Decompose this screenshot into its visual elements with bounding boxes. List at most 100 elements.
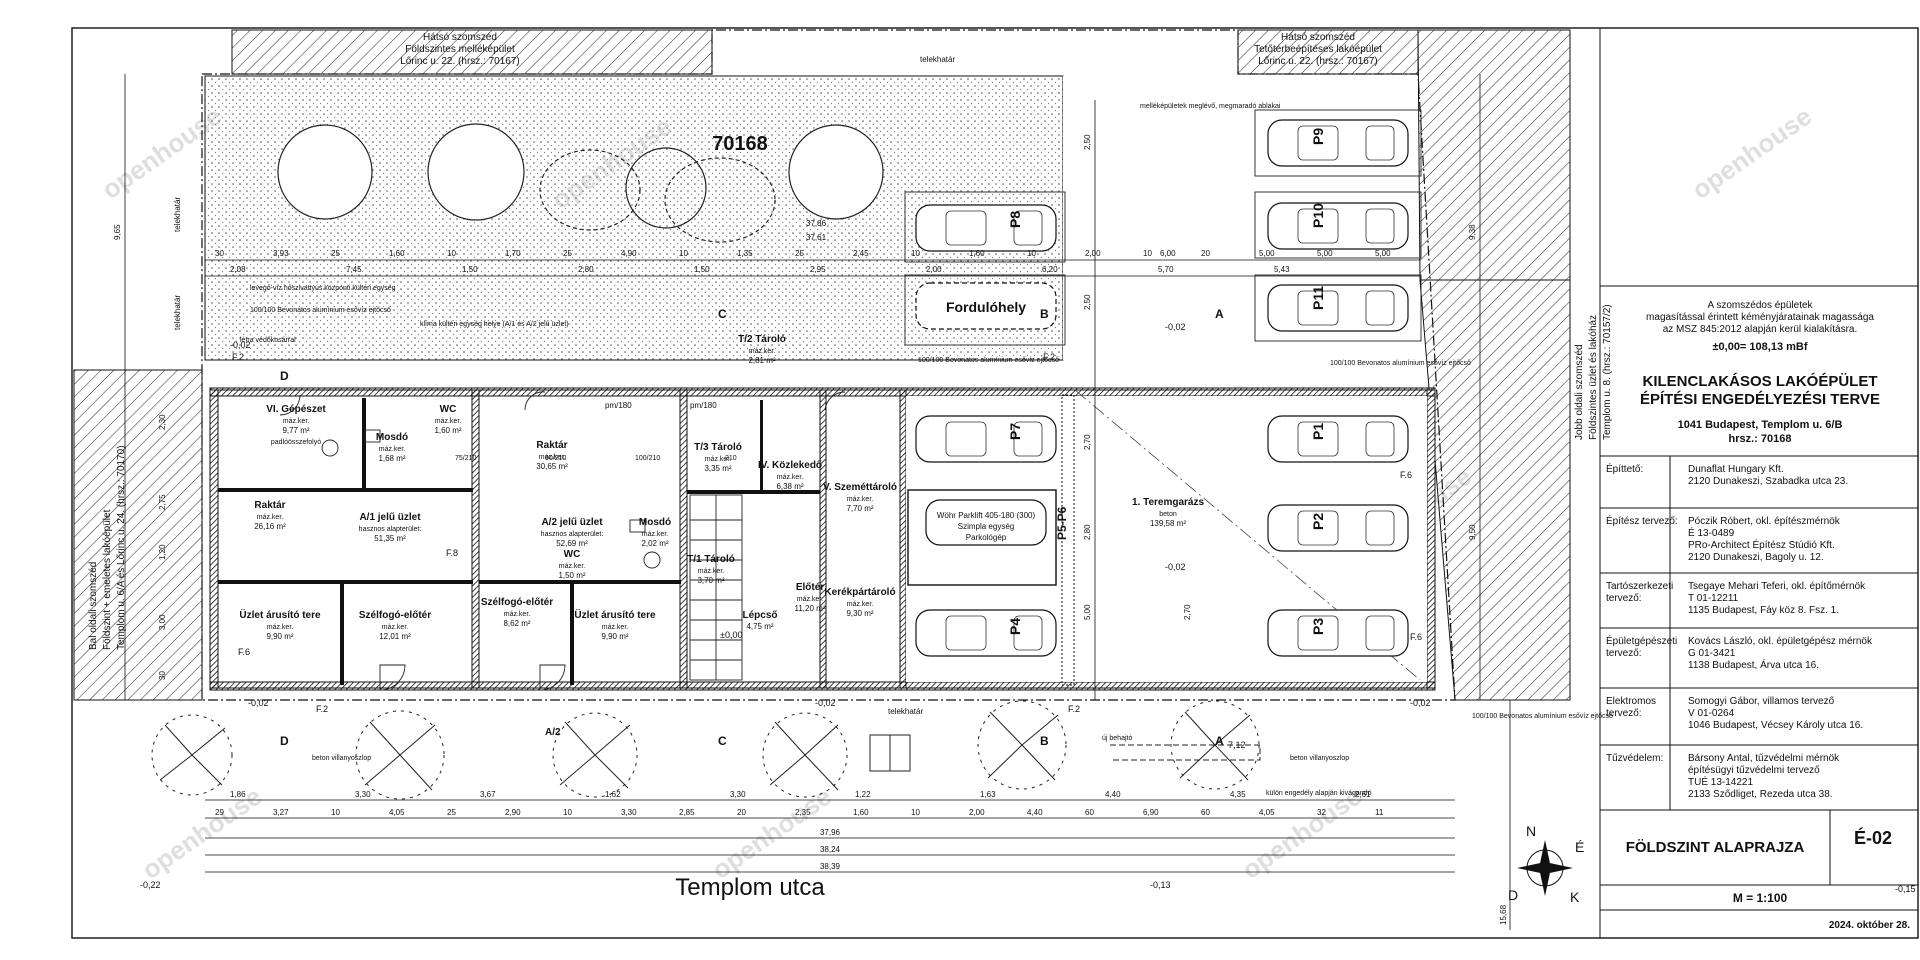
dimension-text: 10: [331, 808, 340, 817]
dimension-text: 5,00: [1317, 249, 1333, 258]
title-row-label: tervező:: [1606, 593, 1642, 604]
dimension-text: 7,45: [346, 265, 362, 274]
room-extra: padlóösszefolyó: [271, 439, 321, 446]
dimension-text: 2,00: [1085, 249, 1101, 258]
dimension-text: 4,90: [621, 249, 637, 258]
elevation-mark: -0,02: [1165, 322, 1186, 332]
title-row-value: építésügyi tűzvédelmi tervező: [1688, 765, 1820, 776]
room-name: Raktár: [536, 440, 567, 451]
dimension-text: 3,30: [355, 790, 371, 799]
fire-mark: F.8: [446, 548, 458, 558]
room-name: Raktár: [254, 500, 285, 511]
elevation-mark: -0,02: [1165, 562, 1186, 572]
dimension-text: 1,63: [980, 790, 996, 799]
room-name: Kerékpártároló: [824, 587, 895, 598]
room-name: T/3 Tároló: [694, 442, 742, 453]
dimension-text: 32: [1317, 808, 1326, 817]
sheet-border: [71, 27, 1919, 939]
dimension-text: 1,20: [158, 544, 167, 560]
room-note: máz.ker.: [749, 348, 776, 355]
dimension-text: 2,70: [1183, 604, 1192, 620]
section-mark: C: [718, 307, 727, 321]
street-tree: [151, 714, 233, 796]
street-tree: [552, 712, 638, 798]
room-area: 30,65 m²: [536, 462, 568, 471]
room-note: máz.ker.: [777, 474, 804, 481]
street-note: beton villanyoszlop: [312, 755, 371, 762]
title-row-value: 2133 Sződliget, Rezeda utca 38.: [1688, 789, 1833, 800]
drawing-scale: M = 1:100: [1733, 891, 1788, 905]
dimension-text: 1,60: [389, 249, 405, 258]
room-note: máz.ker.: [379, 446, 406, 453]
title-row-label: tervező:: [1606, 648, 1642, 659]
room-note: máz.ker.: [797, 596, 824, 603]
room-area: 9,90 m²: [266, 632, 293, 641]
dimension-text: 2,80: [1083, 524, 1092, 540]
dimension-text: 10: [563, 808, 572, 817]
room-note: máz.ker.: [847, 601, 874, 608]
dimension-text: 2,95: [810, 265, 826, 274]
room-note: máz.ker.: [847, 496, 874, 503]
room-name: V. Szeméttároló: [823, 482, 897, 493]
street-trees: [151, 700, 1261, 800]
neighbour-left-label: Templom u. 6/A és Lőrinc u. 24. (hrsz.: …: [116, 445, 127, 650]
dimension-text: 2,30: [158, 414, 167, 430]
neighbour-right-area: [1419, 279, 1571, 701]
room-name: IV. Közlekedő: [758, 460, 822, 471]
dimension-total: 38,24: [820, 845, 841, 854]
neighbour-left-label: Földszint + emeletes lakóépület: [102, 509, 113, 650]
fire-mark: F.2: [232, 352, 244, 362]
street-note: 100/100 Bevonatos alumínium esővíz ejtőc…: [1472, 713, 1613, 720]
room-area: 9,77 m²: [282, 426, 309, 435]
neighbour-rear-left-area: [231, 29, 713, 75]
dimension-text: 3,27: [273, 808, 289, 817]
room-note: hasznos alapterület:: [541, 531, 604, 538]
dimension-lines: [124, 74, 1511, 930]
parking-spot-label: P4: [1007, 618, 1023, 635]
neighbour-rear-left-label: Földszintes melléképület: [405, 44, 515, 55]
elevation-mark: -0,22: [140, 880, 161, 890]
dimension-text: 10: [447, 249, 456, 258]
boundary-label: telekhatár: [173, 197, 182, 232]
project-address: hrsz.: 70168: [1729, 433, 1792, 445]
compass-d: D: [1508, 887, 1518, 903]
title-row-label: Építtető:: [1606, 462, 1643, 475]
elevation-mark: -0,02: [1410, 698, 1431, 708]
dimension-text: 2,45: [853, 249, 869, 258]
dimension-text: 37,61: [806, 233, 827, 242]
neighbour-left-label: Bal oldali szomszéd: [88, 562, 99, 650]
room-area: 3,70 m²: [697, 576, 724, 585]
elevation-mark: -0,13: [1150, 880, 1171, 890]
dimension-text: 4,40: [1027, 808, 1043, 817]
room-note: máz.ker.: [435, 418, 462, 425]
title-row-value: PRo-Architect Építész Stúdió Kft.: [1688, 538, 1835, 551]
parking-spot-label: P9: [1310, 128, 1326, 145]
level-reference: ±0,00= 108,13 mBf: [1712, 341, 1807, 353]
yard-note: 100/100 Bevonatos alumínium esővíz ejtőc…: [918, 357, 1059, 364]
project-address: 1041 Budapest, Templom u. 6/B: [1678, 419, 1843, 431]
room-area: 11,20 m²: [795, 604, 826, 613]
parking-lift-frame: [907, 489, 1057, 586]
room-note: hasznos alapterület:: [359, 526, 422, 533]
room-note: máz.ker.: [602, 624, 629, 631]
room-note: máz.ker.: [642, 531, 669, 538]
dimension-text: 20: [737, 808, 746, 817]
fire-markers: F.2 F.2 F.2 F.2 F.6 F.6 F.6 F.8: [232, 352, 1422, 714]
room-area: 52,69 m²: [556, 539, 588, 548]
room-name: WC: [564, 549, 581, 560]
street-note: új behajtó: [1102, 735, 1132, 742]
dimension-text: 20: [1201, 249, 1210, 258]
dimension-total: 38,39: [820, 862, 841, 871]
dimension-text: 3,67: [480, 790, 496, 799]
elevation-mark: -0,02: [248, 698, 269, 708]
room-area: 12,01 m²: [379, 632, 411, 641]
room-area: 9,90 m²: [601, 632, 628, 641]
street-note: külön engedély alapján kivágandó: [1266, 790, 1372, 797]
dimension-text: 2,00: [926, 265, 942, 274]
dimension-text: 10: [1027, 249, 1036, 258]
project-title: KILENCLAKÁSOS LAKÓÉPÜLET: [1642, 372, 1877, 390]
dimension-text: 25: [795, 249, 804, 258]
dimension-text: 7,12: [1228, 740, 1246, 750]
title-note: magasítással érintett kéményjáratainak m…: [1646, 312, 1874, 323]
parking-spot-label: P2: [1310, 513, 1326, 530]
